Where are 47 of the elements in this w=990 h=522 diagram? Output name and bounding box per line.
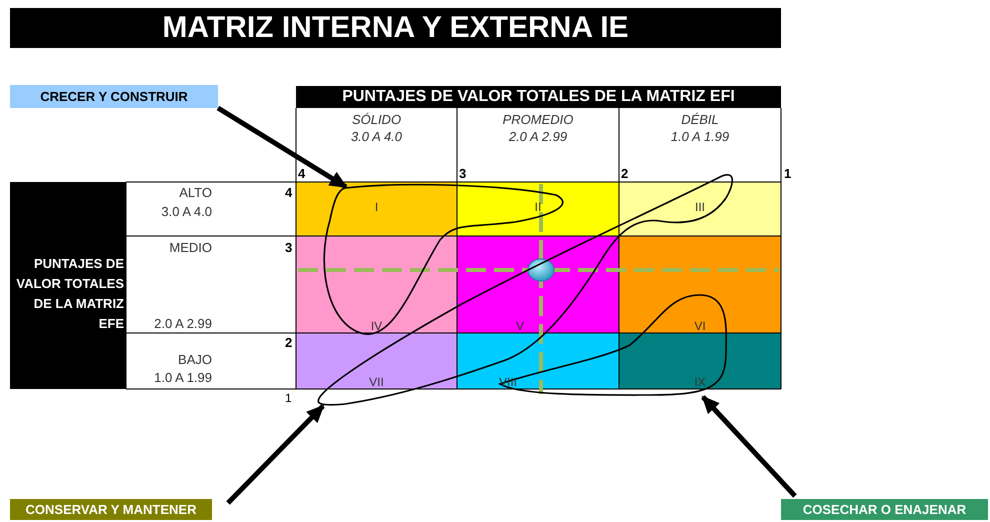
title-bar: MATRIZ INTERNA Y EXTERNA IE (10, 8, 781, 48)
cell-number: VII (368, 375, 385, 389)
cell-number: II (534, 200, 542, 214)
strategy-label: CONSERVAR Y MANTENER (10, 499, 212, 520)
column-header: DÉBIL (680, 112, 720, 127)
range-label: 2.0 A 2.99 (508, 129, 568, 144)
arrow (226, 404, 325, 505)
arrow (701, 395, 797, 498)
matrix-cell (457, 333, 619, 389)
range-label: 2.0 A 2.99 (153, 316, 212, 331)
strategy-loop (323, 184, 564, 335)
strategy-label: CRECER Y CONSTRUIR (10, 85, 218, 108)
cell-number: IX (693, 375, 707, 389)
header-bar: PUNTAJES DE VALOR TOTALES DE LA MATRIZ EFI (296, 86, 781, 108)
scale-number: 3 (285, 240, 292, 255)
row-header: ALTO (178, 185, 212, 200)
cell-number: I (374, 200, 380, 214)
strategy-loop (499, 294, 727, 396)
column-header: PROMEDIO (502, 112, 574, 127)
row-header: MEDIO (168, 240, 212, 255)
scale-number: 4 (285, 185, 292, 200)
scale-number: 3 (459, 166, 466, 181)
scale-number: 2 (285, 335, 292, 350)
matrix-cell (619, 182, 781, 236)
matrix-cell (619, 236, 781, 333)
matrix-cell (296, 236, 457, 333)
range-label: 3.0 A 4.0 (350, 129, 404, 144)
arrow (216, 106, 348, 190)
cell-number: IV (370, 319, 384, 333)
column-header: SÓLIDO (350, 112, 402, 127)
strategy-label: COSECHAR O ENAJENAR (781, 499, 988, 520)
cell-number: VI (693, 319, 707, 333)
scale-number: 1 (784, 166, 792, 181)
cell-number: III (694, 200, 706, 214)
matrix-cell (296, 182, 457, 236)
row-header: BAJO (177, 352, 212, 367)
range-label: 3.0 A 4.0 (160, 204, 212, 219)
scale-number: 2 (621, 166, 628, 181)
matrix-cell (296, 333, 457, 389)
range-label: 1.0 A 1.99 (670, 129, 730, 144)
side-header: PUNTAJES DE VALOR TOTALES DE LA MATRIZ EFE (10, 182, 126, 389)
scale-number: 4 (298, 166, 306, 181)
cell-number: V (514, 319, 525, 333)
scale-number: 1 (285, 391, 292, 405)
matrix-cell (457, 182, 619, 236)
range-label: 1.0 A 1.99 (153, 370, 212, 385)
matrix-cell (619, 333, 781, 389)
